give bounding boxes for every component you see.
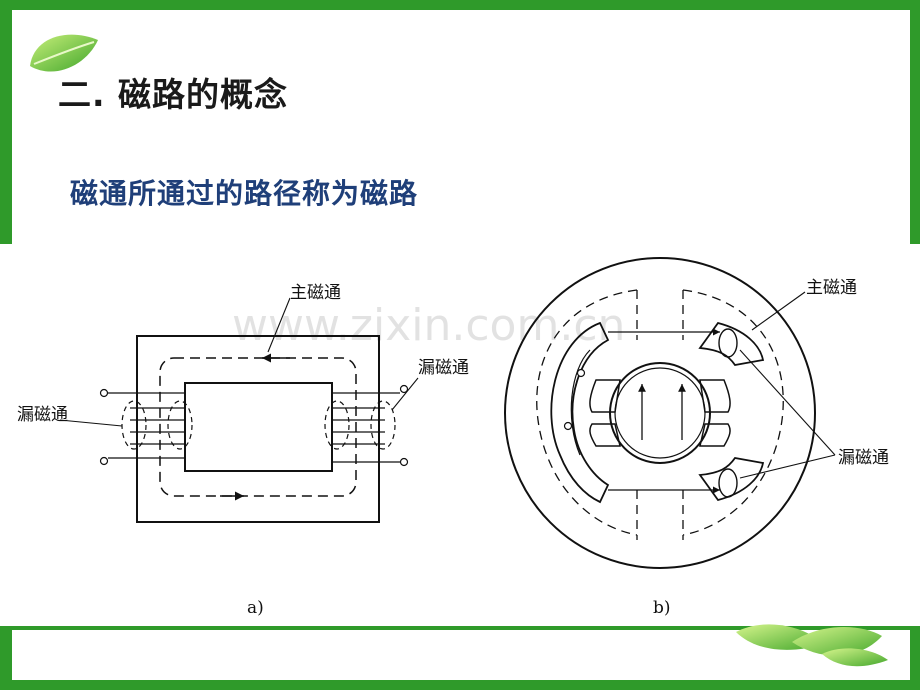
leaf-cluster-icon (736, 624, 888, 667)
frame-left-bar (0, 0, 12, 244)
left-coil (99, 388, 193, 466)
label-main-flux-b: 主磁通 (806, 278, 857, 298)
frame-top-bar (0, 0, 920, 10)
figure-b-diagram: 主磁通 漏磁通 b) (504, 257, 889, 618)
page-title: 二. 磁路的概念 (58, 75, 289, 114)
frame-right-bar (910, 0, 920, 244)
page-subtitle: 磁通所通过的路径称为磁路 (70, 177, 419, 210)
figure-a-diagram: 主磁通 漏磁通 漏磁通 a) (17, 283, 469, 618)
watermark-text: www.zixin.com.cn (232, 300, 626, 351)
label-main-flux-a: 主磁通 (290, 283, 341, 303)
right-coil (324, 384, 409, 467)
label-leak-b: 漏磁通 (838, 448, 889, 468)
label-leak-right-a: 漏磁通 (418, 358, 469, 378)
leaf-icon (30, 34, 98, 72)
caption-a: a) (247, 598, 264, 618)
caption-b: b) (653, 598, 671, 618)
label-leak-left-a: 漏磁通 (17, 405, 68, 425)
